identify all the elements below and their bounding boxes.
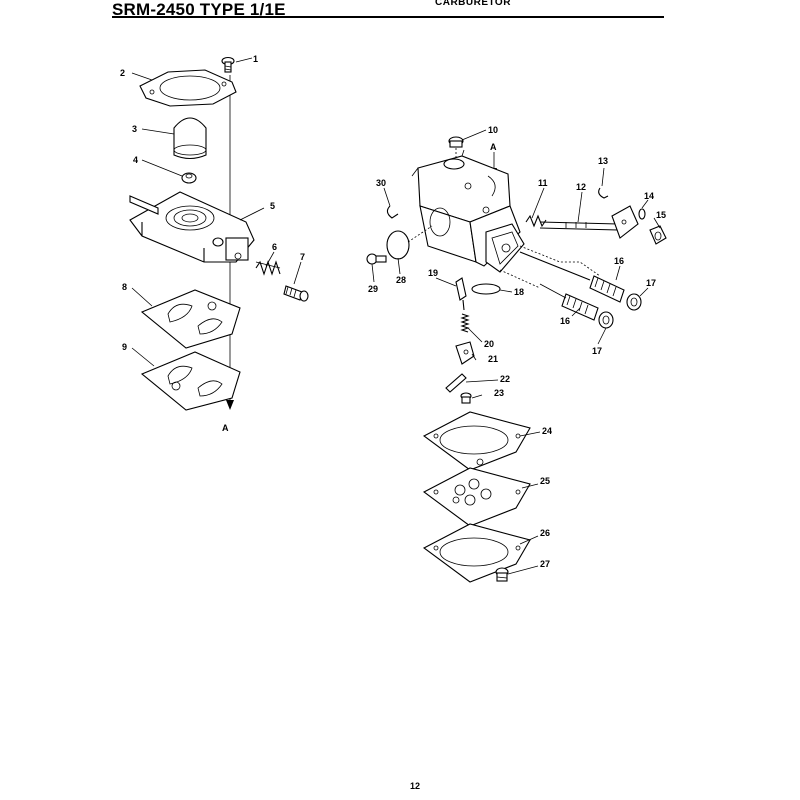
part-16-needle-lower — [539, 283, 599, 321]
part-11-spring — [525, 214, 547, 228]
callout-8: 8 — [122, 282, 127, 292]
callout-9: 9 — [122, 342, 127, 352]
part-25-pump-diaphragm — [422, 467, 531, 527]
callout-28: 28 — [396, 275, 406, 285]
callout-17-lower: 17 — [592, 346, 602, 356]
part-26-cover — [422, 523, 531, 583]
guide-line-upper — [519, 245, 601, 277]
callout-14: 14 — [644, 191, 654, 201]
callout-30: 30 — [376, 178, 386, 188]
part-17-cap-upper — [626, 293, 642, 311]
reference-mark-a-right: A — [490, 142, 497, 152]
part-12-throttle-shaft — [539, 221, 619, 231]
part-3-primer-bulb — [173, 117, 207, 160]
part-9-diaphragm — [140, 351, 241, 411]
callout-1: 1 — [253, 54, 258, 64]
part-13-clip — [598, 187, 609, 199]
part-30-clip — [386, 205, 399, 219]
part-4-check-valve — [181, 172, 197, 184]
callout-19: 19 — [428, 268, 438, 278]
part-23-screw — [460, 392, 472, 404]
section-title: CARBURETOR — [435, 0, 511, 8]
part-28-disc — [386, 225, 433, 260]
callout-25: 25 — [540, 476, 550, 486]
callout-27: 27 — [540, 559, 550, 569]
part-6-spring — [255, 260, 281, 276]
part-7-screw — [283, 285, 309, 302]
callout-2: 2 — [120, 68, 125, 78]
throttle-lever — [611, 205, 639, 239]
callout-10: 10 — [488, 125, 498, 135]
page-title: SRM-2450 TYPE 1/1E — [112, 0, 286, 19]
page-number: 12 — [410, 781, 421, 791]
callout-17-upper: 17 — [646, 278, 656, 288]
part-27-screw — [495, 567, 509, 582]
callout-3: 3 — [132, 124, 137, 134]
callout-4: 4 — [133, 155, 138, 165]
reference-mark-a-left: A — [222, 423, 229, 433]
callout-23: 23 — [494, 388, 504, 398]
part-16-needle-upper — [519, 251, 625, 303]
callout-13: 13 — [598, 156, 608, 166]
part-5-primer-body — [129, 191, 255, 263]
part-29-screw — [366, 253, 387, 265]
callout-22: 22 — [500, 374, 510, 384]
part-1-screw — [221, 56, 235, 73]
callout-16-upper: 16 — [614, 256, 624, 266]
callout-15: 15 — [656, 210, 666, 220]
part-22-pin — [445, 373, 467, 393]
reference-arrow-a-left — [226, 400, 234, 410]
part-18-plate — [471, 283, 501, 295]
leaders-right — [371, 129, 661, 575]
callout-18: 18 — [514, 287, 524, 297]
callout-16-lower: 16 — [560, 316, 570, 326]
header-rule — [112, 16, 664, 18]
callout-6: 6 — [272, 242, 277, 252]
callout-29: 29 — [368, 284, 378, 294]
callout-7: 7 — [300, 252, 305, 262]
part-15-nut — [649, 225, 667, 245]
part-19-needle — [455, 277, 467, 311]
part-14-washer — [638, 208, 646, 220]
guide-line-lower — [499, 269, 541, 289]
callout-21: 21 — [488, 354, 498, 364]
part-24-gasket — [422, 411, 531, 471]
callout-24: 24 — [542, 426, 552, 436]
callout-20: 20 — [484, 339, 494, 349]
part-2-cover-plate — [139, 69, 237, 107]
callout-5: 5 — [270, 201, 275, 211]
part-17-cap-lower — [598, 311, 614, 329]
part-20-spring — [460, 313, 470, 333]
callout-11: 11 — [538, 178, 548, 188]
part-21-lever — [455, 341, 475, 365]
carburetor-body — [411, 149, 525, 273]
leaders-left — [131, 57, 302, 367]
callout-12: 12 — [576, 182, 586, 192]
callout-26: 26 — [540, 528, 550, 538]
part-8-gasket — [140, 289, 241, 349]
